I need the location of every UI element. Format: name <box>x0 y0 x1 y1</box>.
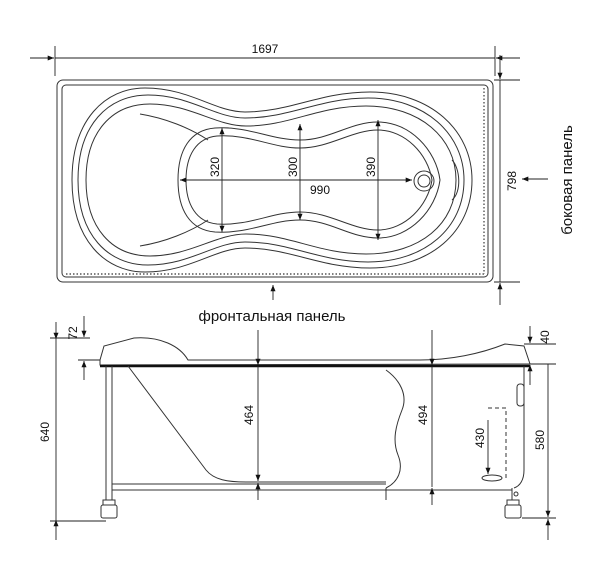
front-panel-label: фронтальная панель <box>199 308 346 325</box>
tub-rim-profile <box>99 337 531 366</box>
drain-outer-icon <box>413 170 435 192</box>
inner-width-mid-label: 300 <box>286 157 300 177</box>
drain-height-label: 430 <box>473 428 487 448</box>
drain-pipe-dashed <box>488 407 507 478</box>
length-label: 1697 <box>252 42 279 56</box>
overflow-contour <box>451 159 460 201</box>
drain-inner-icon <box>417 174 431 188</box>
basin-bottom-contour <box>177 121 441 239</box>
inner-width-foot-label: 390 <box>364 157 378 177</box>
frame-bolt-icon <box>513 491 519 497</box>
basin-outer-contour <box>71 87 473 273</box>
tub-inner-profile-left <box>127 365 386 483</box>
depth-center-label: 464 <box>242 405 256 425</box>
headrest-line-bottom <box>139 219 209 247</box>
depth-foot-label: 494 <box>416 405 430 425</box>
height-label: 640 <box>38 422 52 442</box>
inner-length-label: 990 <box>310 183 330 197</box>
foot-right-icon <box>504 504 522 519</box>
overflow-offset-label: 40 <box>538 330 552 344</box>
foot-left-plate <box>102 499 116 506</box>
side-view: 640 72 464 <box>38 316 556 540</box>
tub-right-wall <box>513 366 525 489</box>
tub-rim-inner <box>61 84 489 278</box>
side-panel-label: боковая панель <box>559 125 576 235</box>
drain-outlet-icon <box>481 474 503 482</box>
inner-width-head-label: 320 <box>208 157 222 177</box>
basin-bottom-inner-contour <box>185 129 433 231</box>
body-height-label: 580 <box>533 430 547 450</box>
rim-height-label: 72 <box>66 326 80 340</box>
width-label: 798 <box>505 171 519 191</box>
cutaway-edge <box>385 369 405 489</box>
foot-left-icon <box>100 504 118 519</box>
top-view: 1697 990 320 300 390 <box>30 42 576 325</box>
basin-inner-contour <box>85 103 457 257</box>
foot-right-plate <box>506 499 520 506</box>
headrest-line-top <box>139 113 209 141</box>
tub-rim-outer <box>56 79 494 283</box>
overflow-icon <box>516 383 525 407</box>
basin-mid-contour <box>77 94 465 266</box>
